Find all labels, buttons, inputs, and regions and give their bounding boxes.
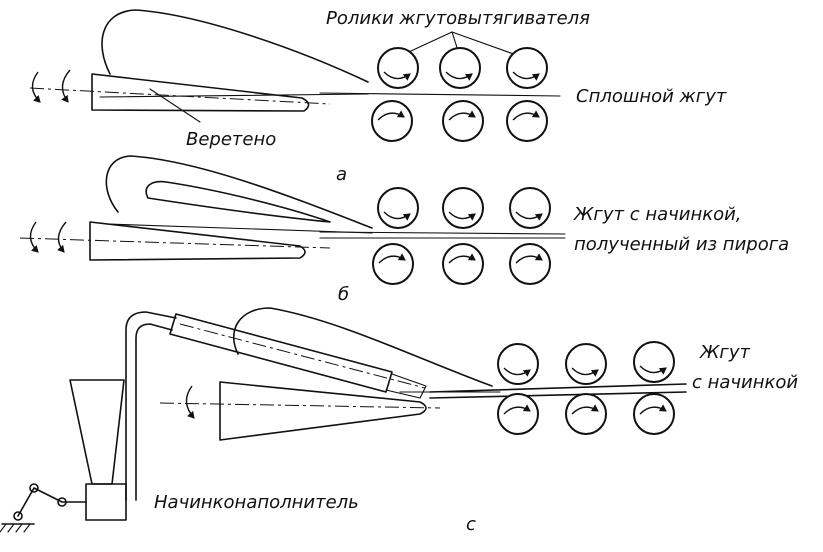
- rollers-b: [372, 187, 551, 285]
- nozzle-tip: [385, 373, 427, 399]
- roller-arrow: [448, 110, 476, 121]
- roller: [497, 343, 539, 385]
- roller-arrow: [571, 404, 599, 415]
- roller-arrow: [377, 110, 405, 121]
- dough-loop-a: [101, 9, 369, 83]
- dough-envelope-c: [233, 307, 493, 387]
- roller-arrow: [383, 211, 411, 221]
- rotation-arrow-c: [185, 385, 195, 419]
- roller: [377, 187, 419, 229]
- filling-hopper: [69, 379, 125, 485]
- linkage-pivot: [57, 497, 67, 507]
- roller: [442, 100, 484, 142]
- roller: [377, 47, 419, 89]
- roller-arrow: [445, 71, 473, 81]
- dough-lower-a: [99, 93, 369, 98]
- figure-c-label: с: [466, 514, 476, 535]
- roller-arrow: [448, 211, 476, 221]
- panel-c: Жгут с начинкой Начинконаполнитель с: [0, 307, 798, 535]
- spindle-b: [89, 221, 306, 261]
- filling-layer-b: [145, 180, 331, 223]
- roller: [565, 393, 607, 435]
- spindle-axis-b: [19, 237, 331, 249]
- spindle-a: [91, 73, 310, 112]
- filling-pipe-inner: [135, 323, 173, 501]
- roller-arrow: [378, 253, 406, 264]
- spindle-c: [219, 381, 427, 441]
- filler-label: Начинконаполнитель: [154, 492, 359, 513]
- roller: [442, 187, 484, 229]
- nozzle-axis: [179, 323, 426, 389]
- roller: [633, 393, 675, 435]
- dough-lower-b: [107, 223, 373, 234]
- spindle-leader-a: [149, 88, 201, 123]
- dough-loop-b: [105, 155, 373, 229]
- rotation-arrow-b: [29, 221, 39, 253]
- filler-box: [85, 483, 127, 521]
- roller-arrow: [383, 71, 411, 81]
- roller-arrow: [503, 367, 531, 377]
- roller: [509, 187, 551, 229]
- roller-arrow: [512, 110, 540, 121]
- roller-arrow: [639, 365, 667, 375]
- roller-arrow: [512, 71, 540, 81]
- roller: [509, 243, 551, 285]
- rollers-a: [371, 47, 548, 142]
- filling-pipe: [125, 311, 177, 501]
- roller-arrow: [571, 367, 599, 377]
- roller: [633, 341, 675, 383]
- roller: [372, 243, 414, 285]
- filled-rope-label-2: полученный из пирога: [574, 234, 789, 255]
- roller-arrow: [503, 404, 531, 415]
- rope-line-c1: [429, 383, 687, 393]
- filled-rope-label-1: Жгут с начинкой,: [573, 204, 742, 225]
- roller: [442, 243, 484, 285]
- panel-a: Ролики жгутовытягивателя Сплошной жгут В…: [29, 8, 727, 185]
- rotation-arrow-b2: [57, 221, 67, 253]
- roller: [497, 393, 539, 435]
- roller: [565, 343, 607, 385]
- rope-line-c2: [429, 391, 687, 399]
- solid-rope-line-a: [319, 92, 561, 97]
- drive-linkage: [17, 487, 87, 517]
- roller-arrow: [515, 253, 543, 264]
- roller: [506, 100, 548, 142]
- figure-b-label: б: [338, 284, 349, 305]
- rope-label-1: Жгут: [699, 342, 750, 363]
- spindle-axis-a: [29, 87, 331, 105]
- panel-b: Жгут с начинкой, полученный из пирога б: [19, 155, 789, 305]
- rotation-arrow-a2: [61, 69, 71, 103]
- figure-a-label: а: [336, 164, 347, 185]
- roller-arrow: [448, 253, 476, 264]
- spindle-axis-c: [159, 402, 441, 409]
- filling-nozzle: [169, 313, 393, 393]
- roller: [439, 47, 481, 89]
- filled-rope-line-b: [319, 231, 566, 235]
- rollers-c: [497, 341, 675, 435]
- roller-arrow: [515, 211, 543, 221]
- roller: [371, 100, 413, 142]
- rollers-leader-3: [451, 31, 523, 58]
- roller-arrow: [639, 404, 667, 415]
- ground-hatch: [0, 523, 31, 533]
- rotation-arrow-a: [31, 71, 41, 103]
- linkage-pivot: [29, 483, 39, 493]
- roller: [506, 47, 548, 89]
- solid-rope-label: Сплошной жгут: [576, 86, 727, 107]
- rope-label-2: с начинкой: [692, 372, 798, 393]
- spindle-label: Веретено: [186, 129, 276, 150]
- rollers-label: Ролики жгутовытягивателя: [326, 8, 590, 29]
- linkage-pivot: [13, 511, 23, 521]
